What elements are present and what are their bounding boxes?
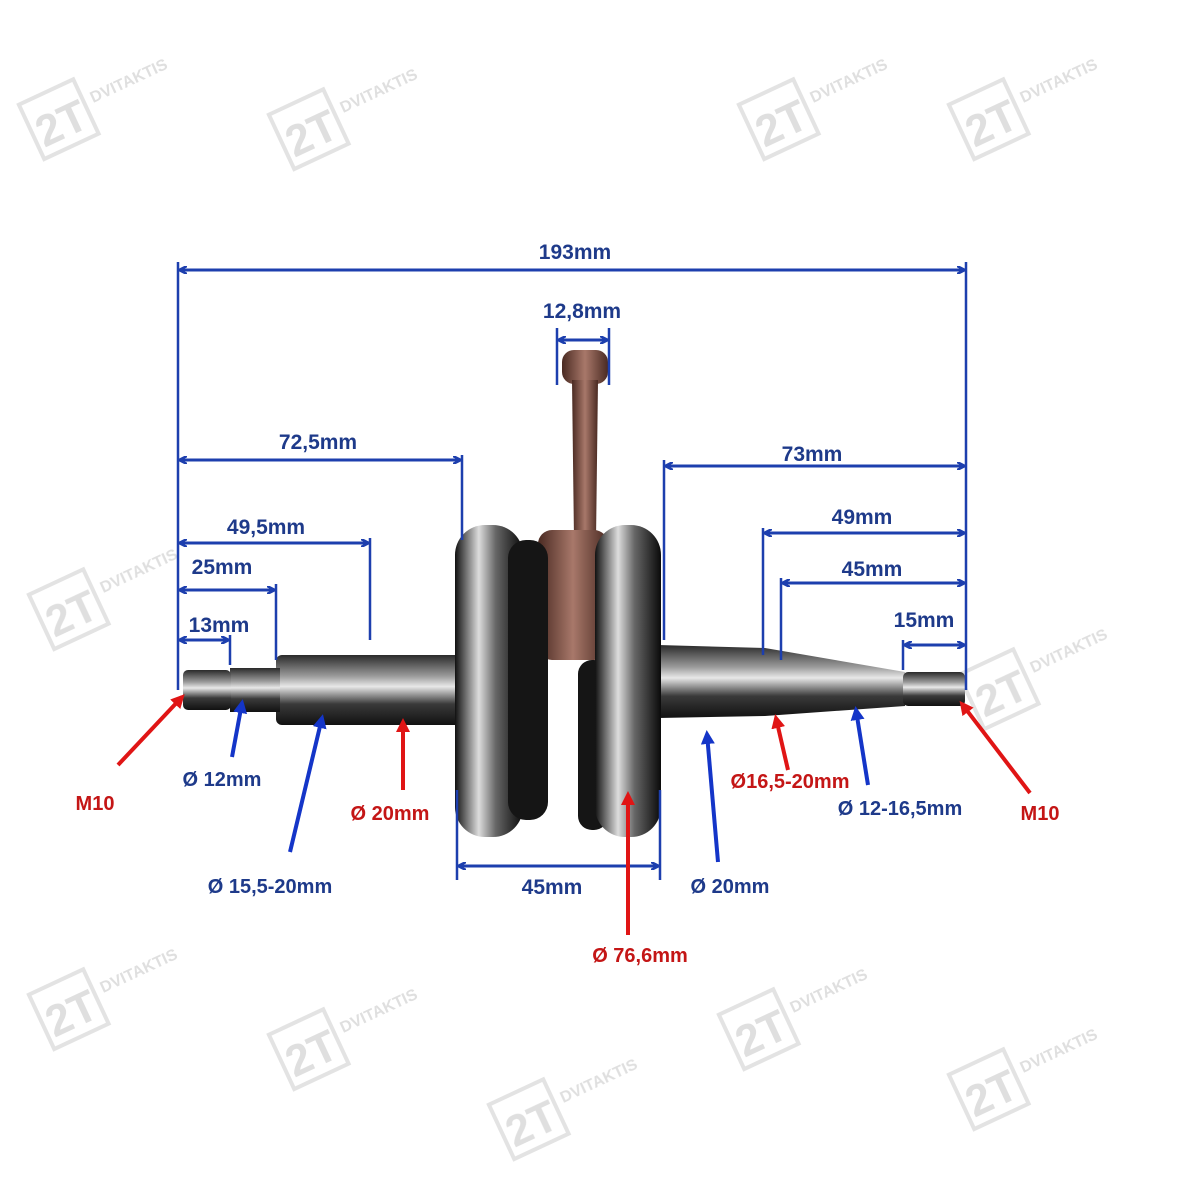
callout-right-d20: Ø 20mm: [691, 730, 770, 898]
svg-text:DVITAKTIS: DVITAKTIS: [808, 56, 891, 107]
svg-text:DVITAKTIS: DVITAKTIS: [1018, 56, 1101, 107]
svg-text:DVITAKTIS: DVITAKTIS: [1018, 1026, 1101, 1077]
svg-text:DVITAKTIS: DVITAKTIS: [338, 66, 421, 117]
dimension-label: 45mm: [522, 876, 583, 899]
crankshaft: [183, 350, 965, 837]
dimension-193: 193mm: [180, 241, 964, 270]
dimension-label: 12,8mm: [543, 300, 621, 323]
callout-label: Ø 12-16,5mm: [838, 798, 963, 820]
callout-label: Ø 20mm: [691, 876, 770, 898]
left-shaft: [183, 655, 466, 725]
callout-label: Ø16,5-20mm: [731, 771, 850, 793]
dimension-label: 45mm: [842, 558, 903, 581]
right-flywheel: [578, 525, 661, 837]
callout-label: Ø 12mm: [183, 769, 262, 791]
svg-text:DVITAKTIS: DVITAKTIS: [338, 986, 421, 1037]
callout-label: M10: [1021, 803, 1060, 825]
svg-text:DVITAKTIS: DVITAKTIS: [98, 546, 181, 597]
dimension-45-right: 45mm: [783, 558, 964, 583]
dimension-label: 193mm: [539, 241, 611, 264]
callout-label: Ø 76,6mm: [592, 945, 688, 967]
right-shaft: [658, 645, 965, 718]
callout-left-m10: M10: [76, 694, 185, 815]
dimension-label: 25mm: [192, 556, 253, 579]
dimension-label: 73mm: [782, 443, 843, 466]
callout-left-d12: Ø 12mm: [183, 699, 262, 791]
left-flywheel: [455, 525, 548, 837]
dimension-25: 25mm: [180, 556, 274, 590]
callout-left-taper: Ø 15,5-20mm: [208, 714, 333, 898]
callout-left-d20: Ø 20mm: [351, 718, 430, 825]
dimension-label: 72,5mm: [279, 431, 357, 454]
dimension-73: 73mm: [666, 443, 964, 466]
svg-text:DVITAKTIS: DVITAKTIS: [788, 966, 871, 1017]
svg-text:DVITAKTIS: DVITAKTIS: [1028, 626, 1111, 677]
dimension-49-5: 49,5mm: [180, 516, 368, 543]
dimension-45-web: 45mm: [459, 866, 658, 899]
extension-lines: [176, 262, 968, 880]
callout-label: M10: [76, 793, 115, 815]
callout-right-taper-small: Ø 12-16,5mm: [838, 706, 963, 820]
svg-text:DVITAKTIS: DVITAKTIS: [558, 1056, 641, 1107]
dimension-label: 49mm: [832, 506, 893, 529]
callout-right-m10: M10: [959, 700, 1060, 825]
dimension-label: 15mm: [894, 609, 955, 632]
dimension-49: 49mm: [765, 506, 964, 533]
dimension-12-8: 12,8mm: [543, 300, 621, 340]
callout-label: Ø 20mm: [351, 803, 430, 825]
svg-text:DVITAKTIS: DVITAKTIS: [98, 946, 181, 997]
svg-text:DVITAKTIS: DVITAKTIS: [88, 56, 171, 107]
dimension-label: 13mm: [189, 614, 250, 637]
connecting-rod: [538, 350, 608, 660]
dimension-72-5: 72,5mm: [180, 431, 460, 460]
dimension-13: 13mm: [180, 614, 249, 640]
callout-label: Ø 15,5-20mm: [208, 876, 333, 898]
callout-right-taper-big: Ø16,5-20mm: [731, 714, 850, 793]
dimension-label: 49,5mm: [227, 516, 305, 539]
callout-flywheel: Ø 76,6mm: [592, 791, 688, 967]
dimension-15: 15mm: [894, 609, 964, 645]
